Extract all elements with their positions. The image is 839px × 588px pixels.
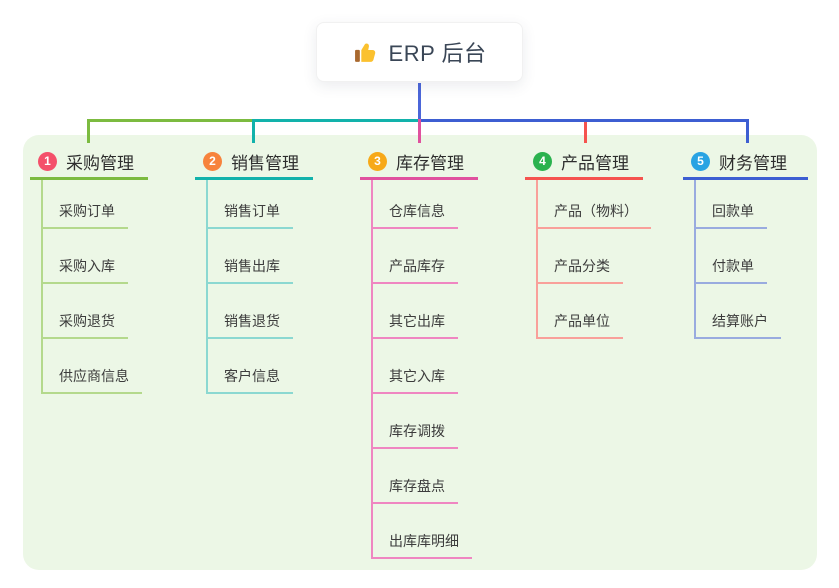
badge-5: 5: [691, 151, 710, 171]
child-item[interactable]: 回款单: [696, 180, 767, 229]
child-item[interactable]: 仓库信息: [373, 180, 458, 229]
child-item[interactable]: 其它出库: [373, 284, 458, 339]
branch-purchase-label: 采购管理: [66, 153, 134, 173]
branch-inventory-label: 库存管理: [396, 153, 464, 173]
branch-product: 4 产品管理 产品（物料） 产品分类 产品单位: [525, 150, 651, 339]
child-item[interactable]: 采购退货: [43, 284, 128, 339]
root-title: ERP 后台: [388, 41, 487, 66]
root-node-erp[interactable]: ERP 后台: [316, 22, 523, 82]
badge-4: 4: [533, 151, 552, 171]
mindmap-background-panel: [23, 135, 817, 570]
branch-purchase: 1 采购管理 采购订单 采购入库 采购退货 供应商信息: [30, 150, 148, 394]
branch-inventory-node[interactable]: 3 库存管理: [360, 150, 478, 180]
branch-product-children: 产品（物料） 产品分类 产品单位: [536, 180, 651, 339]
branch-sales: 2 销售管理 销售订单 销售出库 销售退货 客户信息: [195, 150, 313, 394]
child-item[interactable]: 产品单位: [538, 284, 623, 339]
child-item[interactable]: 其它入库: [373, 339, 458, 394]
branch-finance-children: 回款单 付款单 结算账户: [694, 180, 808, 339]
branch-finance: 5 财务管理 回款单 付款单 结算账户: [683, 150, 808, 339]
branch-purchase-node[interactable]: 1 采购管理: [30, 150, 148, 180]
child-item[interactable]: 销售退货: [208, 284, 293, 339]
badge-1: 1: [38, 151, 57, 171]
branch-inventory: 3 库存管理 仓库信息 产品库存 其它出库 其它入库 库存调拨 库存盘点 出库库…: [360, 150, 478, 559]
branch-product-label: 产品管理: [561, 153, 629, 173]
child-item[interactable]: 结算账户: [696, 284, 781, 339]
child-item[interactable]: 产品库存: [373, 229, 458, 284]
branch-product-node[interactable]: 4 产品管理: [525, 150, 643, 180]
child-item[interactable]: 库存盘点: [373, 449, 458, 504]
child-item[interactable]: 供应商信息: [43, 339, 142, 394]
child-item[interactable]: 采购订单: [43, 180, 128, 229]
branch-purchase-children: 采购订单 采购入库 采购退货 供应商信息: [41, 180, 148, 394]
branch-sales-node[interactable]: 2 销售管理: [195, 150, 313, 180]
branch-sales-children: 销售订单 销售出库 销售退货 客户信息: [206, 180, 313, 394]
branch-inventory-children: 仓库信息 产品库存 其它出库 其它入库 库存调拨 库存盘点 出库库明细: [371, 180, 478, 559]
child-item[interactable]: 销售订单: [208, 180, 293, 229]
child-item[interactable]: 销售出库: [208, 229, 293, 284]
child-item[interactable]: 客户信息: [208, 339, 293, 394]
branch-sales-label: 销售管理: [231, 153, 299, 173]
badge-3: 3: [368, 151, 387, 171]
child-item[interactable]: 付款单: [696, 229, 767, 284]
child-item[interactable]: 出库库明细: [373, 504, 472, 559]
child-item[interactable]: 库存调拨: [373, 394, 458, 449]
child-item[interactable]: 产品（物料）: [538, 180, 651, 229]
child-item[interactable]: 采购入库: [43, 229, 128, 284]
branch-finance-label: 财务管理: [719, 153, 787, 173]
thumbs-up-icon: [353, 40, 379, 65]
child-item[interactable]: 产品分类: [538, 229, 623, 284]
branch-finance-node[interactable]: 5 财务管理: [683, 150, 808, 180]
badge-2: 2: [203, 151, 222, 171]
